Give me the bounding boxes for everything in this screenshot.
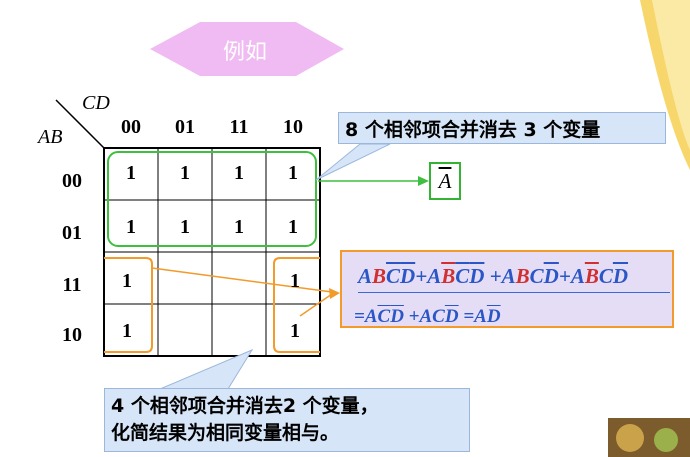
formula-term: D (400, 264, 416, 288)
formula-term: B (515, 264, 530, 288)
callout-bottom-line-2: 化简结果为相同变量相与。 (111, 422, 340, 444)
formula-line-1: ABCD+ABCD +ABCD+ABCD (358, 264, 628, 289)
formula-term: + (484, 264, 502, 288)
formula-term: D (543, 264, 559, 288)
kmap-col-header: 10 (283, 116, 303, 138)
kmap-cell: 1 (180, 216, 190, 238)
formula-term: D (612, 264, 629, 288)
kmap-cell: 1 (290, 320, 300, 342)
kmap-cell: 1 (126, 162, 136, 184)
formula-term: +AC (403, 306, 445, 327)
kmap-cell: 1 (126, 216, 136, 238)
result-a-bar: A (438, 168, 452, 193)
callout-top-pointer (315, 143, 391, 181)
callout-bottom: 4 个相邻项合并消去2 个变量， 化简结果为相同变量相与。 (104, 388, 470, 452)
result-box: A (429, 162, 461, 200)
gauge-dial-icon (616, 424, 644, 452)
title-banner (150, 22, 344, 76)
formula-term: + (558, 264, 571, 288)
formula-term: C (386, 264, 401, 288)
orange-arrow (151, 267, 333, 293)
orange-arrow (299, 293, 333, 317)
corner-swoosh-highlight (652, 0, 690, 150)
kmap-cell: 1 (290, 270, 300, 292)
formula-term: + (415, 264, 428, 288)
kmap-col-header: 11 (229, 116, 249, 138)
kmap-row-header: 10 (62, 324, 82, 346)
kmap-diagonal (55, 99, 105, 149)
kmap-row-header: 01 (62, 222, 82, 244)
formula-term: =A (354, 306, 378, 327)
group-8-loop (107, 151, 317, 247)
kmap-cell: 1 (234, 216, 244, 238)
formula-term: =A (458, 306, 487, 327)
formula-term: B (372, 264, 387, 288)
formula-term: B (584, 264, 599, 288)
formula-box: ABCD+ABCD +ABCD+ABCD =ACD +ACD =AD (340, 250, 674, 328)
kmap-cell: 1 (234, 162, 244, 184)
kmap-cell: 1 (122, 270, 132, 292)
formula-term: C (377, 306, 391, 327)
formula-line-2: =ACD +ACD =AD (354, 306, 501, 328)
formula-term: D (486, 306, 501, 327)
slide-title: 例如 (222, 40, 267, 65)
callout-top: 8 个相邻项合并消去 3 个变量 (338, 112, 666, 144)
formula-term: C (529, 264, 544, 288)
kmap-col-header: 00 (121, 116, 141, 138)
formula-term: D (390, 306, 404, 327)
kmap-cell: 1 (122, 320, 132, 342)
formula-term: A (570, 264, 585, 288)
callout-bottom-line-1: 4 个相邻项合并消去2 个变量， (111, 395, 379, 417)
formula-term: A (501, 264, 516, 288)
kmap-col-vars: CD (82, 92, 110, 114)
kmap-row-header: 11 (62, 274, 82, 296)
kmap-row-vars: AB (38, 126, 63, 148)
formula-term: B (441, 264, 456, 288)
kmap-cell: 1 (288, 162, 298, 184)
kmap-col-header: 01 (175, 116, 195, 138)
gauge-dial-icon (654, 428, 678, 452)
formula-term: A (427, 264, 442, 288)
group-4-right-bracket (273, 257, 320, 353)
formula-term: D (469, 264, 485, 288)
formula-underline (358, 292, 670, 293)
formula-term: C (455, 264, 470, 288)
formula-term: A (358, 264, 373, 288)
kmap-cell: 1 (180, 162, 190, 184)
group-4-left-bracket (104, 257, 153, 353)
kmap-cell: 1 (288, 216, 298, 238)
formula-term: C (598, 264, 613, 288)
kmap-row-header: 00 (62, 170, 82, 192)
formula-term: D (444, 306, 459, 327)
